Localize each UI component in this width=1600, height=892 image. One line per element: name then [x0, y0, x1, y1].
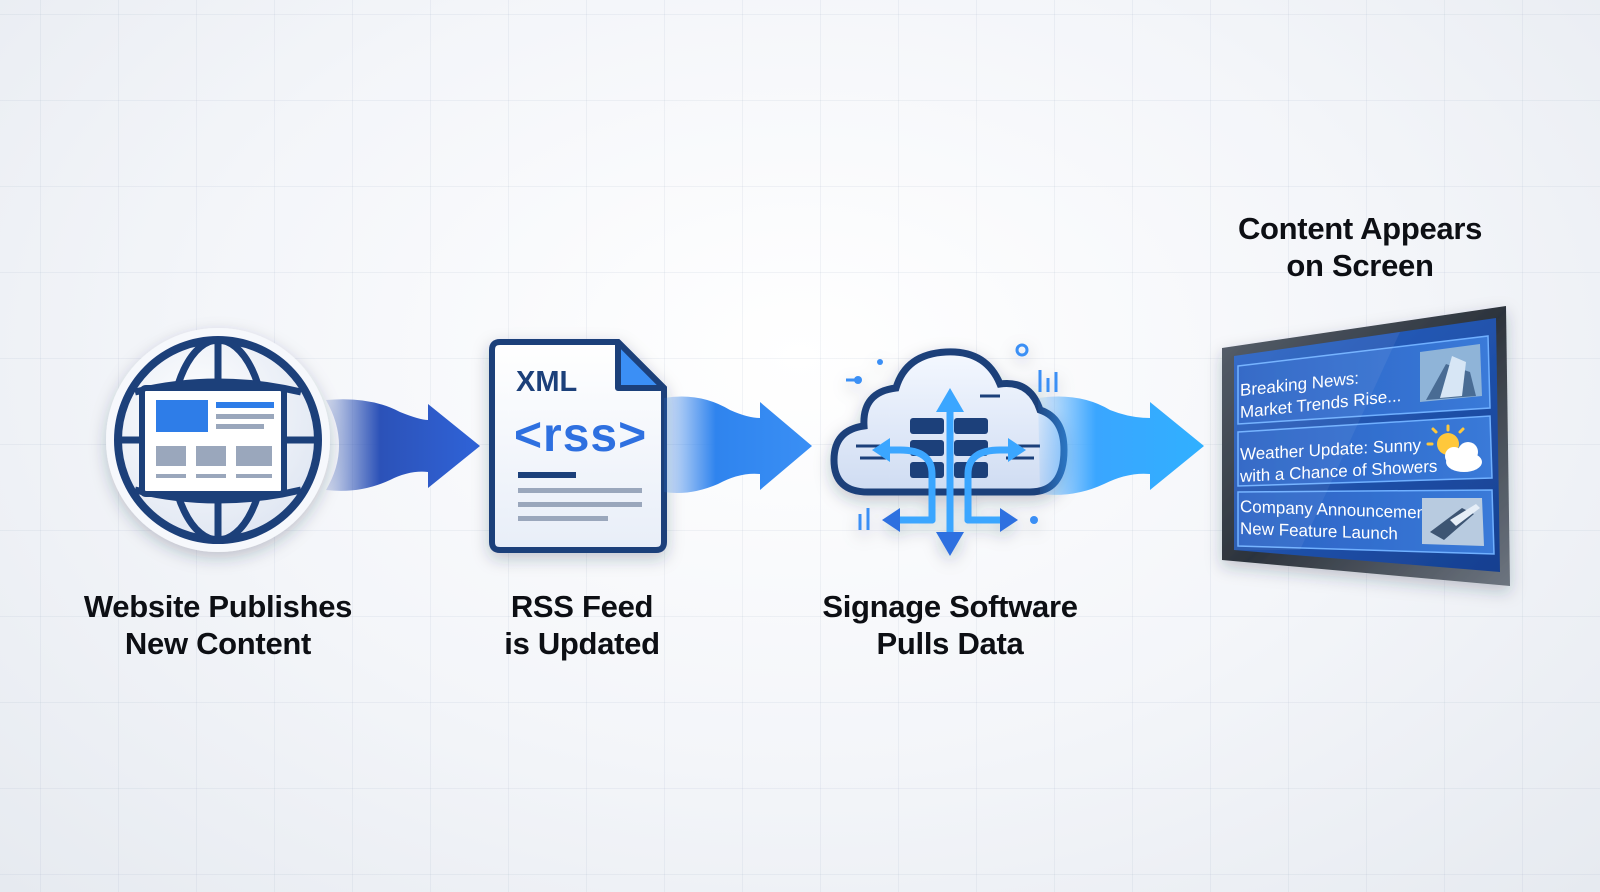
step-3-line1: Signage Software: [822, 589, 1078, 624]
cloud-sync-icon: [830, 343, 1068, 556]
sun-cloud-icon: [1426, 424, 1482, 472]
step-4-line1: Content Appears: [1237, 211, 1483, 246]
rss-document-icon: XML <rss>: [489, 339, 667, 553]
step-1-label: Website Publishes New Content: [58, 588, 378, 662]
xml-tag: XML: [516, 366, 577, 398]
display-screen-icon: Breaking News: Market Trends Rise... Wea…: [1222, 306, 1510, 586]
laptop-thumbnail: [1422, 498, 1484, 546]
step-3-line2: Pulls Data: [876, 626, 1024, 661]
step-2-line2: is Updated: [504, 626, 660, 661]
globe-webpage-icon: [106, 328, 330, 552]
flow-arrow-1: [326, 399, 480, 491]
step-4-label: Content Appears on Screen: [1200, 210, 1520, 284]
flow-arrow-3: [1038, 396, 1204, 495]
building-thumbnail: [1420, 344, 1482, 402]
step-3-label: Signage Software Pulls Data: [790, 588, 1110, 662]
step-4-line2: on Screen: [1286, 248, 1434, 283]
step-1-line1: Website Publishes: [83, 589, 353, 624]
flow-arrow-2: [664, 396, 812, 493]
step-1-line2: New Content: [124, 626, 312, 661]
step-2-line1: RSS Feed: [510, 589, 654, 624]
step-2-label: RSS Feed is Updated: [432, 588, 732, 662]
rss-code: <rss>: [514, 409, 647, 462]
